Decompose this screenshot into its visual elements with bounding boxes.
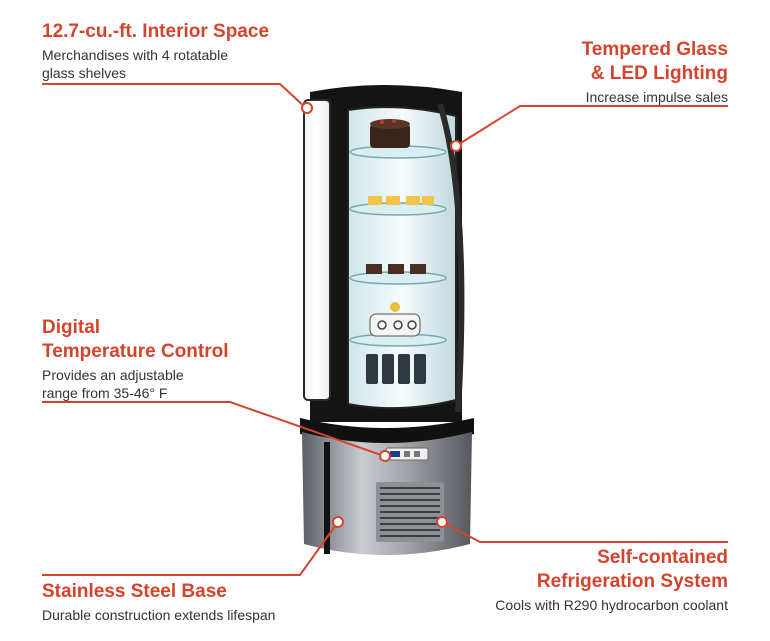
- glass-side-panel: [303, 99, 331, 401]
- drink-cans: [366, 354, 426, 384]
- callout-tempered-glass: Tempered Glass & LED Lighting Increase i…: [582, 38, 728, 106]
- glass-title-line1: Tempered Glass: [581, 39, 728, 60]
- callout-stainless-base: Stainless Steel Base Durable constructio…: [42, 580, 275, 624]
- callout-dot-icon: [379, 450, 391, 462]
- interior-desc-line2: glass shelves: [42, 65, 127, 81]
- base-leader-line: [42, 521, 339, 576]
- refrigeration-title-line1: Self-contained: [597, 547, 728, 568]
- temperature-title: Digital Temperature Control: [42, 316, 229, 364]
- glass-desc: Increase impulse sales: [585, 89, 728, 105]
- refrigeration-leader-line: [441, 521, 728, 543]
- glass-leader-line: [455, 105, 728, 147]
- interior-desc-line1: Merchandises with 4 rotatable: [42, 47, 228, 63]
- refrigeration-desc: Cools with R290 hydrocarbon coolant: [495, 597, 728, 613]
- pastries-shelf-2: [368, 196, 434, 205]
- temperature-desc: Provides an adjustable range from 35-46°…: [42, 366, 229, 402]
- base-desc: Durable construction extends lifespan: [42, 607, 276, 623]
- temperature-leader-line: [42, 401, 385, 457]
- callout-interior-space: 12.7-cu.-ft. Interior Space Merchandises…: [42, 20, 269, 82]
- callout-dot-icon: [450, 140, 462, 152]
- glass-title: Tempered Glass & LED Lighting: [582, 38, 728, 86]
- callout-dot-icon: [332, 516, 344, 528]
- base-side-strip: [324, 442, 330, 554]
- cake-shelf-4: [369, 302, 421, 337]
- callout-dot-icon: [436, 516, 448, 528]
- interior-desc: Merchandises with 4 rotatable glass shel…: [42, 46, 269, 82]
- interior-title: 12.7-cu.-ft. Interior Space: [42, 21, 270, 42]
- temperature-desc-line2: range from 35-46° F: [42, 385, 168, 401]
- temperature-title-line2: Temperature Control: [42, 341, 229, 362]
- display-case-illustration: [300, 85, 474, 555]
- interior-leader-line: [42, 83, 307, 109]
- cabinet-base-rim: [300, 418, 474, 444]
- callout-temperature-control: Digital Temperature Control Provides an …: [42, 316, 229, 402]
- cake-top-shelf: [370, 119, 410, 148]
- glass-title-line2: & LED Lighting: [590, 63, 728, 84]
- vent-grille: [376, 482, 444, 542]
- callout-dot-icon: [301, 102, 313, 114]
- temperature-title-line1: Digital: [42, 317, 101, 338]
- callout-refrigeration: Self-contained Refrigeration System Cool…: [495, 546, 728, 614]
- refrigeration-title: Self-contained Refrigeration System: [495, 546, 728, 594]
- curved-glass-edge: [437, 103, 465, 413]
- refrigeration-title-line2: Refrigeration System: [536, 571, 728, 592]
- temperature-desc-line1: Provides an adjustable: [42, 367, 184, 383]
- pastries-shelf-3: [366, 264, 426, 274]
- base-title: Stainless Steel Base: [42, 581, 227, 602]
